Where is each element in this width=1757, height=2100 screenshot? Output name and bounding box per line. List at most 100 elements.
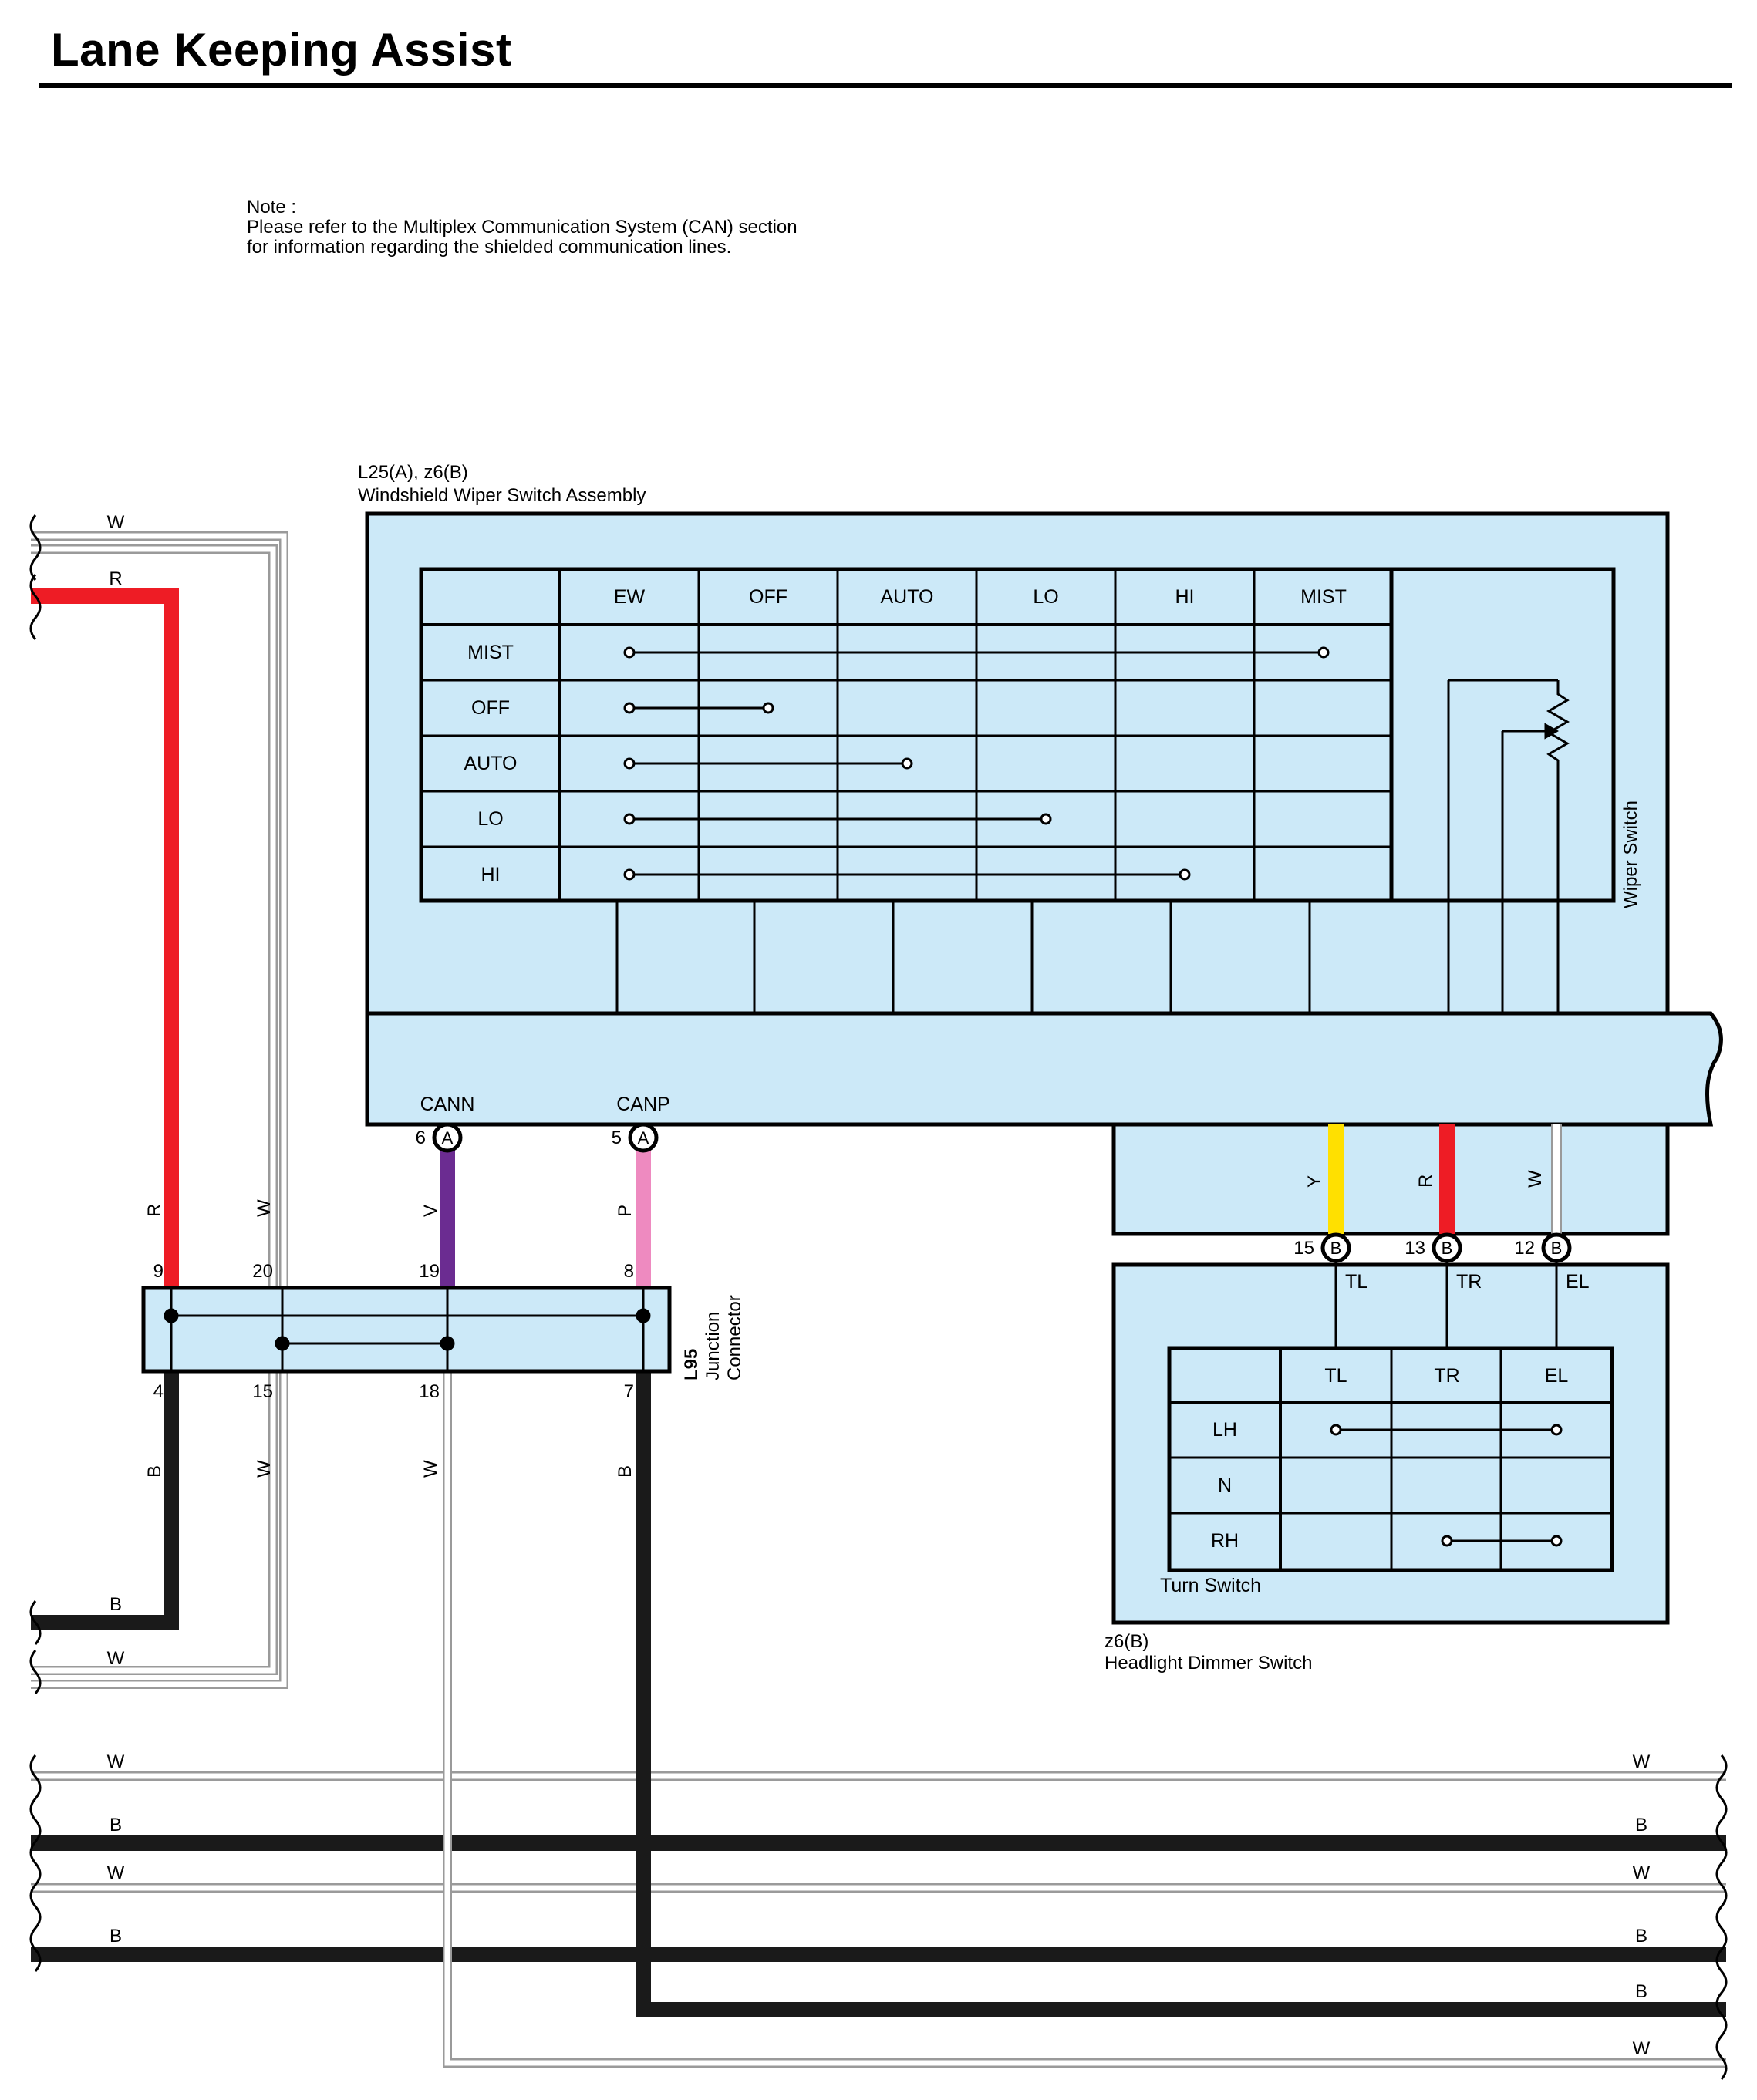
- wire-color-b-bottom-2: B: [615, 1465, 636, 1478]
- page-title: Lane Keeping Assist: [51, 24, 512, 76]
- lower-wire-color-y: Y: [1304, 1175, 1325, 1188]
- pin-num-canp: 5: [612, 1128, 622, 1148]
- terminal-label-tl: TL: [1345, 1271, 1367, 1293]
- junction-code: L95: [681, 1349, 702, 1380]
- note-block: Note : Please refer to the Multiplex Com…: [247, 197, 798, 258]
- bus-label-left-b2: B: [110, 1926, 122, 1947]
- junction-internal-lines: [164, 1288, 651, 1371]
- title-divider: [39, 83, 1732, 88]
- pin-circle-canp: [628, 1122, 659, 1153]
- lower-wire-color-w: W: [1525, 1170, 1546, 1188]
- wiper-col-lo: LO: [1033, 586, 1058, 608]
- junction-bottom-pin-7: 7: [624, 1381, 634, 1402]
- headlight-switch-name: Headlight Dimmer Switch: [1104, 1653, 1312, 1674]
- bus-label-right-b2: B: [1635, 1926, 1647, 1947]
- note-text-line-1: Please refer to the Multiplex Communicat…: [247, 217, 798, 238]
- left-wire-label-r: R: [109, 568, 122, 589]
- wiper-col-mist: MIST: [1300, 586, 1347, 608]
- junction-top-pin-19: 19: [419, 1261, 440, 1282]
- pin-num-cann: 6: [416, 1128, 426, 1148]
- wiper-row-mist: MIST: [467, 642, 514, 663]
- bus-label-right-w2: W: [1633, 1862, 1651, 1883]
- wiper-col-auto: AUTO: [881, 586, 934, 608]
- pin-conn-cann: A: [442, 1128, 454, 1148]
- wire-color-r-top: R: [144, 1204, 165, 1217]
- wiper-switch-table: [419, 567, 1616, 903]
- junction-connector-box: [141, 1286, 672, 1374]
- left-black-wire: [31, 1373, 179, 1630]
- wiper-row-lo: LO: [477, 808, 503, 830]
- wire-color-w-bottom-1: W: [254, 1460, 275, 1478]
- pin-num-b12: 12: [1514, 1238, 1535, 1259]
- turn-continuity-marks: [1330, 1424, 1563, 1547]
- junction-bottom-pin-4: 4: [153, 1381, 164, 1402]
- pin-conn-b13: B: [1442, 1239, 1453, 1258]
- turn-col-el: EL: [1545, 1365, 1569, 1387]
- junction-bottom-pin-18: 18: [419, 1381, 440, 1402]
- wiper-internal-lines: [615, 679, 1560, 1013]
- turn-row-n: N: [1218, 1475, 1232, 1496]
- pin-conn-canp: A: [638, 1128, 649, 1148]
- junction-name-line1: Junction: [703, 1312, 723, 1380]
- wiper-col-hi: HI: [1175, 586, 1195, 608]
- bus-label-right-w1: W: [1633, 1751, 1651, 1772]
- pin-circle-cann: [432, 1122, 463, 1153]
- note-text-line-2: for information regarding the shielded c…: [247, 237, 732, 258]
- wiper-assembly-code: L25(A), z6(B): [358, 462, 468, 483]
- wiper-switch-label: Wiper Switch: [1620, 801, 1641, 908]
- left-wire-label-w-top: W: [107, 512, 125, 533]
- terminal-label-el: EL: [1566, 1271, 1590, 1293]
- headlight-switch-code: z6(B): [1104, 1631, 1148, 1652]
- wiper-assembly-box: [365, 511, 1670, 1016]
- pin-conn-b15: B: [1330, 1239, 1342, 1258]
- pin-num-b15: 15: [1293, 1238, 1314, 1259]
- turn-row-lh: LH: [1212, 1419, 1237, 1441]
- pin-label-canp: CANP: [616, 1094, 669, 1115]
- turn-row-rh: RH: [1211, 1530, 1239, 1552]
- headlight-internal-lines: [1334, 1261, 1558, 1348]
- wiper-variable-resistor-icon: [1544, 680, 1570, 901]
- wiper-col-off: OFF: [749, 586, 787, 608]
- junction-white-drop-wire: [443, 1373, 1726, 2068]
- bus-label-left-w1: W: [107, 1751, 125, 1772]
- turn-col-tr: TR: [1434, 1365, 1459, 1387]
- wiper-col-ew: EW: [614, 586, 646, 608]
- wiper-row-auto: AUTO: [464, 753, 518, 774]
- junction-black-drop-wire: [636, 1373, 1726, 2017]
- terminal-label-tr: TR: [1456, 1271, 1482, 1293]
- wiper-assembly-name: Windshield Wiper Switch Assembly: [358, 485, 646, 506]
- wiper-row-off: OFF: [471, 697, 510, 719]
- bus-label-right-b1: B: [1635, 1815, 1647, 1835]
- bus-label-left-w2: W: [107, 1862, 125, 1883]
- junction-bottom-pin-15: 15: [252, 1381, 273, 1402]
- junction-top-pin-8: 8: [624, 1261, 634, 1282]
- note-heading: Note :: [247, 197, 297, 217]
- wire-color-v-top: V: [420, 1205, 441, 1217]
- wire-break-marks-right: [1715, 1754, 1728, 2080]
- left-wire-label-b: B: [110, 1594, 122, 1615]
- wiper-connector-strip: [365, 1011, 1723, 1127]
- wiper-continuity-marks: [623, 646, 1330, 881]
- turn-switch-table: [1167, 1346, 1614, 1572]
- turn-col-tl: TL: [1324, 1365, 1347, 1387]
- lower-wire-color-r: R: [1415, 1175, 1436, 1188]
- wire-color-p-top: P: [615, 1205, 636, 1217]
- turn-switch-label: Turn Switch: [1160, 1575, 1261, 1596]
- bus-label-right-b3: B: [1635, 1981, 1647, 2002]
- pin-conn-b12: B: [1551, 1239, 1563, 1258]
- junction-name-line2: Connector: [724, 1295, 745, 1380]
- pin-label-cann: CANN: [420, 1094, 475, 1115]
- pin-num-b13: 13: [1405, 1238, 1425, 1259]
- bus-label-left-b1: B: [110, 1815, 122, 1835]
- wire-color-w-top: W: [254, 1199, 275, 1217]
- wire-break-marks-left: [29, 514, 42, 1972]
- wiper-lower-box: [1111, 1122, 1670, 1236]
- junction-top-pin-20: 20: [252, 1261, 273, 1282]
- left-white-loop: [31, 531, 288, 1689]
- wire-color-w-bottom-2: W: [420, 1460, 441, 1478]
- left-wire-label-w-bottom: W: [107, 1648, 125, 1669]
- left-red-wire: [31, 588, 179, 1288]
- junction-top-pin-9: 9: [153, 1261, 164, 1282]
- wire-color-b-bottom-1: B: [144, 1465, 165, 1478]
